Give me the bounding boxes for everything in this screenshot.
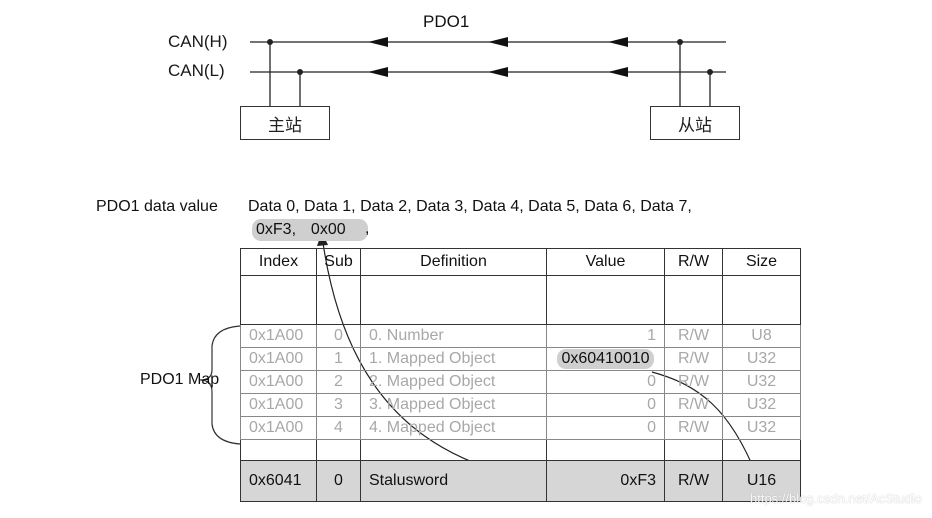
arrow-left-icon — [608, 67, 628, 77]
data-bytes-line: Data 0, Data 1, Data 2, Data 3, Data 4, … — [248, 198, 692, 215]
arrow-left-icon — [368, 37, 388, 47]
table-row: 0x1A00 3 3. Mapped Object 0 R/W U32 — [240, 393, 801, 417]
column-header-sub: Sub — [316, 248, 361, 276]
highlighted-bytes: 0xF3, 0x00 — [252, 219, 368, 241]
arrow-left-icon — [488, 37, 508, 47]
can-l-label: CAN(L) — [168, 61, 225, 80]
junction-dot — [677, 39, 683, 45]
data-byte-1: 0x00 — [310, 221, 346, 238]
mapped-object-value: 0x60410010 — [557, 349, 654, 369]
table-row: 0x1A00 0 0. Number 1 R/W U8 — [240, 324, 801, 348]
junction-dot — [267, 39, 273, 45]
table-header-row: Index Sub Definition Value R/W Size — [240, 248, 801, 276]
pdo-mapping-table: Index Sub Definition Value R/W Size 0x1A… — [240, 248, 801, 502]
master-station-box: 主站 — [240, 106, 330, 140]
data-value-label: PDO1 data value — [96, 198, 218, 215]
column-header-value: Value — [546, 248, 665, 276]
junction-dot — [707, 69, 713, 75]
table-spacer-row — [240, 275, 801, 325]
table-row: 0x1A00 4 4. Mapped Object 0 R/W U32 — [240, 416, 801, 440]
table-row: 0x1A00 1 1. Mapped Object 0x60410010 R/W… — [240, 347, 801, 371]
statusword-row: 0x6041 0 Stalusword 0xF3 R/W U16 — [240, 460, 801, 502]
column-header-rw: R/W — [664, 248, 723, 276]
junction-dot — [297, 69, 303, 75]
data-bytes-suffix: , — [365, 220, 370, 237]
arrow-left-icon — [488, 67, 508, 77]
pdo1-map-label: PDO1 Map — [140, 371, 220, 388]
slave-station-box: 从站 — [650, 106, 740, 140]
table-spacer-row — [240, 439, 801, 461]
arrow-left-icon — [608, 37, 628, 47]
arrow-left-icon — [368, 67, 388, 77]
data-byte-0: 0xF3, — [256, 221, 297, 238]
column-header-index: Index — [240, 248, 317, 276]
slave-station-label: 从站 — [678, 115, 712, 136]
table-row: 0x1A00 2 2. Mapped Object 0 R/W U32 — [240, 370, 801, 394]
watermark: https://blog.csdn.net/AcStudio — [750, 491, 922, 506]
column-header-definition: Definition — [360, 248, 547, 276]
column-header-size: Size — [722, 248, 801, 276]
master-station-label: 主站 — [268, 115, 302, 136]
can-h-label: CAN(H) — [168, 32, 228, 51]
